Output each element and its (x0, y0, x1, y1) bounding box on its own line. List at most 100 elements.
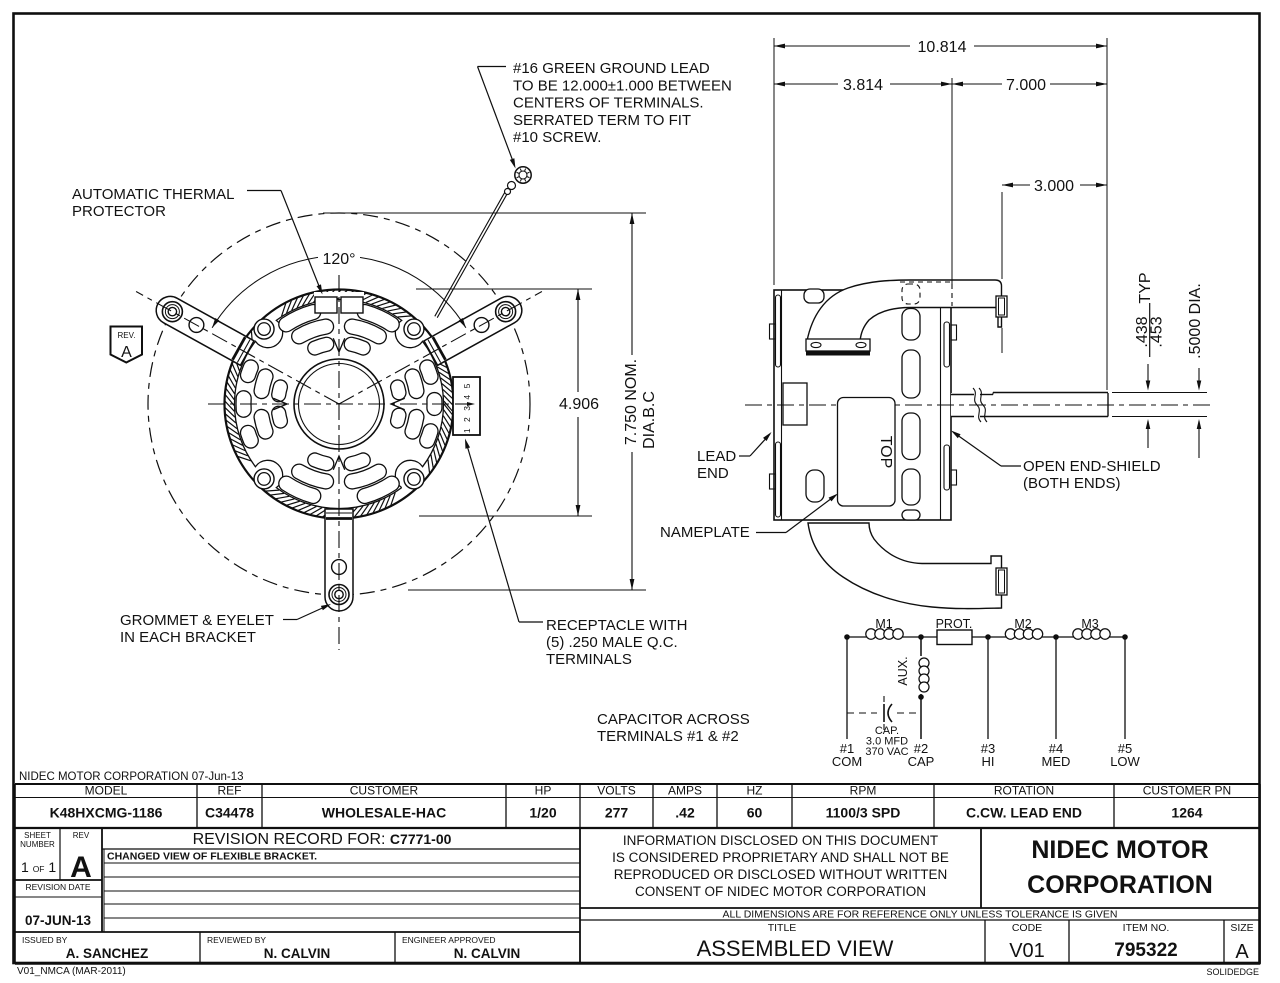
svg-text:M3: M3 (1081, 617, 1098, 631)
svg-text:#3: #3 (981, 741, 995, 756)
svg-text:#1: #1 (840, 741, 854, 756)
svg-text:PROTECTOR: PROTECTOR (72, 203, 166, 220)
svg-text:C.CW. LEAD END: C.CW. LEAD END (966, 805, 1082, 821)
svg-text:NIDEC MOTOR CORPORATION 07-Jun: NIDEC MOTOR CORPORATION 07-Jun-13 (19, 771, 244, 783)
svg-text:A: A (70, 851, 92, 884)
svg-text:HI: HI (982, 754, 995, 769)
svg-text:4: 4 (462, 395, 472, 400)
svg-text:120°: 120° (322, 251, 355, 268)
svg-text:A: A (121, 344, 132, 361)
svg-text:N. CALVIN: N. CALVIN (454, 946, 521, 961)
svg-text:A. SANCHEZ: A. SANCHEZ (66, 946, 149, 961)
svg-text:MED: MED (1042, 754, 1071, 769)
svg-text:COM: COM (832, 754, 862, 769)
svg-text:PROT.: PROT. (936, 617, 973, 631)
svg-text:REV.: REV. (118, 331, 136, 340)
svg-text:REPRODUCED OR DISCLOSED WITHOU: REPRODUCED OR DISCLOSED WITHOUT WRITTEN (614, 867, 948, 882)
svg-text:7.000: 7.000 (1006, 77, 1046, 94)
svg-text:V01: V01 (1009, 940, 1045, 962)
svg-text:HP: HP (535, 784, 552, 798)
svg-text:SHEET: SHEET (24, 831, 51, 840)
svg-text:CORPORATION: CORPORATION (1027, 871, 1213, 899)
svg-text:1264: 1264 (1171, 805, 1202, 821)
svg-text:CUSTOMER: CUSTOMER (350, 784, 419, 798)
svg-text:1/20: 1/20 (529, 805, 556, 821)
svg-text:TYP: TYP (1137, 272, 1154, 303)
svg-text:#5: #5 (1118, 741, 1132, 756)
svg-text:OPEN END-SHIELD: OPEN END-SHIELD (1023, 458, 1161, 475)
svg-text:CHANGED VIEW OF FLEXIBLE BRACK: CHANGED VIEW OF FLEXIBLE BRACKET. (107, 851, 317, 863)
svg-text:REVIEWED BY: REVIEWED BY (207, 935, 266, 945)
svg-text:TO BE 12.000±1.000 BETWEEN: TO BE 12.000±1.000 BETWEEN (513, 77, 732, 94)
svg-text:RPM: RPM (850, 784, 877, 798)
svg-text:3.000: 3.000 (1034, 178, 1074, 195)
svg-text:3.0 MFD: 3.0 MFD (866, 736, 908, 748)
svg-text:C34478: C34478 (205, 805, 254, 821)
svg-text:ISSUED BY: ISSUED BY (22, 935, 68, 945)
svg-text:VOLTS: VOLTS (597, 784, 635, 798)
svg-text:#2: #2 (914, 741, 928, 756)
svg-text:IS CONSIDERED PROPRIETARY AND: IS CONSIDERED PROPRIETARY AND SHALL NOT … (612, 850, 949, 865)
svg-text:NAMEPLATE: NAMEPLATE (660, 524, 750, 541)
svg-text:AMPS: AMPS (668, 784, 702, 798)
svg-text:CODE: CODE (1012, 922, 1042, 934)
svg-text:DIA.B.C: DIA.B.C (641, 391, 658, 449)
svg-text:REF: REF (218, 784, 242, 798)
svg-text:CAPACITOR ACROSS: CAPACITOR ACROSS (597, 711, 750, 728)
svg-text:(5) .250 MALE Q.C.: (5) .250 MALE Q.C. (546, 634, 678, 651)
svg-text:RECEPTACLE WITH: RECEPTACLE WITH (546, 617, 687, 634)
svg-text:INFORMATION DISCLOSED ON THIS: INFORMATION DISCLOSED ON THIS DOCUMENT (623, 833, 938, 848)
svg-text:#10 SCREW.: #10 SCREW. (513, 129, 601, 146)
svg-text:ITEM NO.: ITEM NO. (1123, 922, 1170, 934)
svg-text:K48HXCMG-1186: K48HXCMG-1186 (50, 805, 163, 821)
svg-text:60: 60 (747, 805, 763, 821)
svg-text:V01_NMCA (MAR-2011): V01_NMCA (MAR-2011) (17, 966, 126, 977)
svg-text:CONSENT OF NIDEC MOTOR CORPORA: CONSENT OF NIDEC MOTOR CORPORATION (635, 884, 926, 899)
svg-text:SIZE: SIZE (1230, 922, 1253, 934)
svg-text:3: 3 (462, 406, 472, 411)
svg-text:LOW: LOW (1110, 754, 1140, 769)
svg-text:AUX.: AUX. (896, 656, 910, 685)
svg-text:LEAD: LEAD (697, 448, 736, 465)
svg-text:M1: M1 (875, 617, 892, 631)
svg-text:NUMBER: NUMBER (20, 840, 55, 849)
svg-text:1 OF 1: 1 OF 1 (21, 859, 56, 875)
svg-text:SERRATED TERM TO FIT: SERRATED TERM TO FIT (513, 112, 691, 129)
svg-text:TERMINALS: TERMINALS (546, 651, 632, 668)
svg-text:TOP: TOP (877, 436, 894, 469)
svg-text:MODEL: MODEL (85, 784, 128, 798)
svg-text:CENTERS OF TERMINALS.: CENTERS OF TERMINALS. (513, 95, 704, 112)
svg-text:#4: #4 (1049, 741, 1063, 756)
svg-text:370 VAC: 370 VAC (865, 746, 908, 758)
svg-text:IN EACH BRACKET: IN EACH BRACKET (120, 629, 256, 646)
svg-text:2: 2 (462, 417, 472, 422)
svg-text:REV: REV (73, 831, 90, 840)
svg-text:REVISION DATE: REVISION DATE (25, 882, 90, 892)
svg-text:END: END (697, 465, 729, 482)
svg-text:#16 GREEN GROUND LEAD: #16 GREEN GROUND LEAD (513, 60, 710, 77)
svg-text:HZ: HZ (747, 784, 763, 798)
svg-text:CAP: CAP (908, 754, 935, 769)
svg-text:WHOLESALE-HAC: WHOLESALE-HAC (322, 805, 446, 821)
svg-text:795322: 795322 (1114, 940, 1177, 961)
svg-text:(BOTH ENDS): (BOTH ENDS) (1023, 475, 1121, 492)
svg-text:.453: .453 (1149, 316, 1166, 347)
svg-text:GROMMET & EYELET: GROMMET & EYELET (120, 612, 274, 629)
svg-text:NIDEC MOTOR: NIDEC MOTOR (1031, 836, 1208, 864)
svg-text:AUTOMATIC THERMAL: AUTOMATIC THERMAL (72, 186, 235, 203)
svg-text:TERMINALS #1 & #2: TERMINALS #1 & #2 (597, 728, 739, 745)
svg-text:1100/3 SPD: 1100/3 SPD (826, 805, 901, 821)
svg-text:M2: M2 (1014, 617, 1031, 631)
svg-text:CAP.: CAP. (875, 725, 899, 737)
svg-text:07-JUN-13: 07-JUN-13 (25, 913, 92, 928)
svg-text:ASSEMBLED VIEW: ASSEMBLED VIEW (697, 936, 894, 961)
svg-text:.438: .438 (1134, 316, 1151, 347)
svg-text:TITLE: TITLE (768, 922, 797, 934)
svg-text:7.750 NOM.: 7.750 NOM. (623, 359, 640, 445)
svg-text:A: A (1235, 941, 1249, 963)
svg-text:SOLIDEDGE: SOLIDEDGE (1206, 967, 1259, 977)
svg-text:.42: .42 (675, 805, 695, 821)
svg-text:.5000 DIA.: .5000 DIA. (1187, 283, 1204, 359)
svg-text:4.906: 4.906 (559, 396, 599, 413)
svg-text:1: 1 (462, 428, 472, 433)
